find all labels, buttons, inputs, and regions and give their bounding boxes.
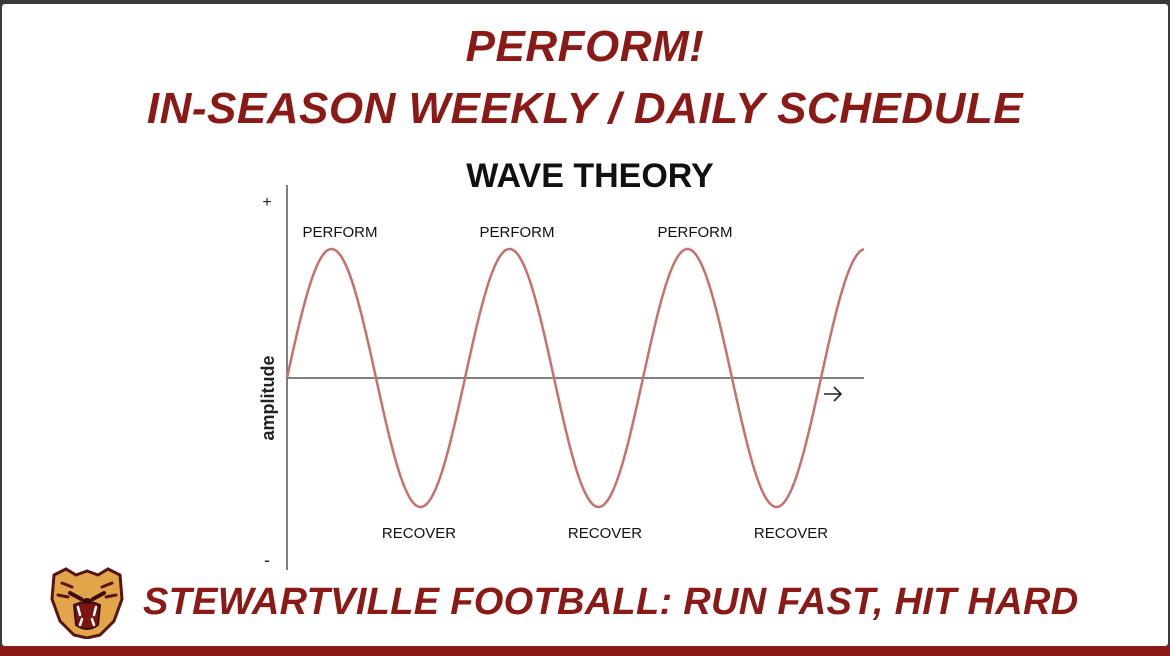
right-arrow-icon (824, 386, 843, 402)
trough-label: RECOVER (754, 525, 828, 542)
peak-label: PERFORM (658, 224, 733, 241)
trough-label: RECOVER (382, 525, 456, 542)
slide: PERFORM! IN-SEASON WEEKLY / DAILY SCHEDU… (2, 4, 1168, 646)
trough-label: RECOVER (568, 525, 642, 542)
bottom-bar (0, 646, 1170, 656)
y-axis-plus-label: + (262, 194, 271, 211)
y-axis-label: amplitude (258, 355, 278, 440)
tiger-head-logo (50, 567, 124, 639)
slide-title-schedule: IN-SEASON WEEKLY / DAILY SCHEDULE (146, 84, 1024, 133)
diagram-title: WAVE THEORY (466, 157, 714, 195)
sine-wave (285, 247, 865, 509)
peak-label: PERFORM (303, 224, 378, 241)
y-axis-minus-label: - (264, 550, 270, 570)
footer-slogan: STEWARTVILLE FOOTBALL: RUN FAST, HIT HAR… (143, 581, 1079, 623)
peak-label: PERFORM (480, 224, 555, 241)
slide-title: PERFORM! (465, 22, 705, 71)
